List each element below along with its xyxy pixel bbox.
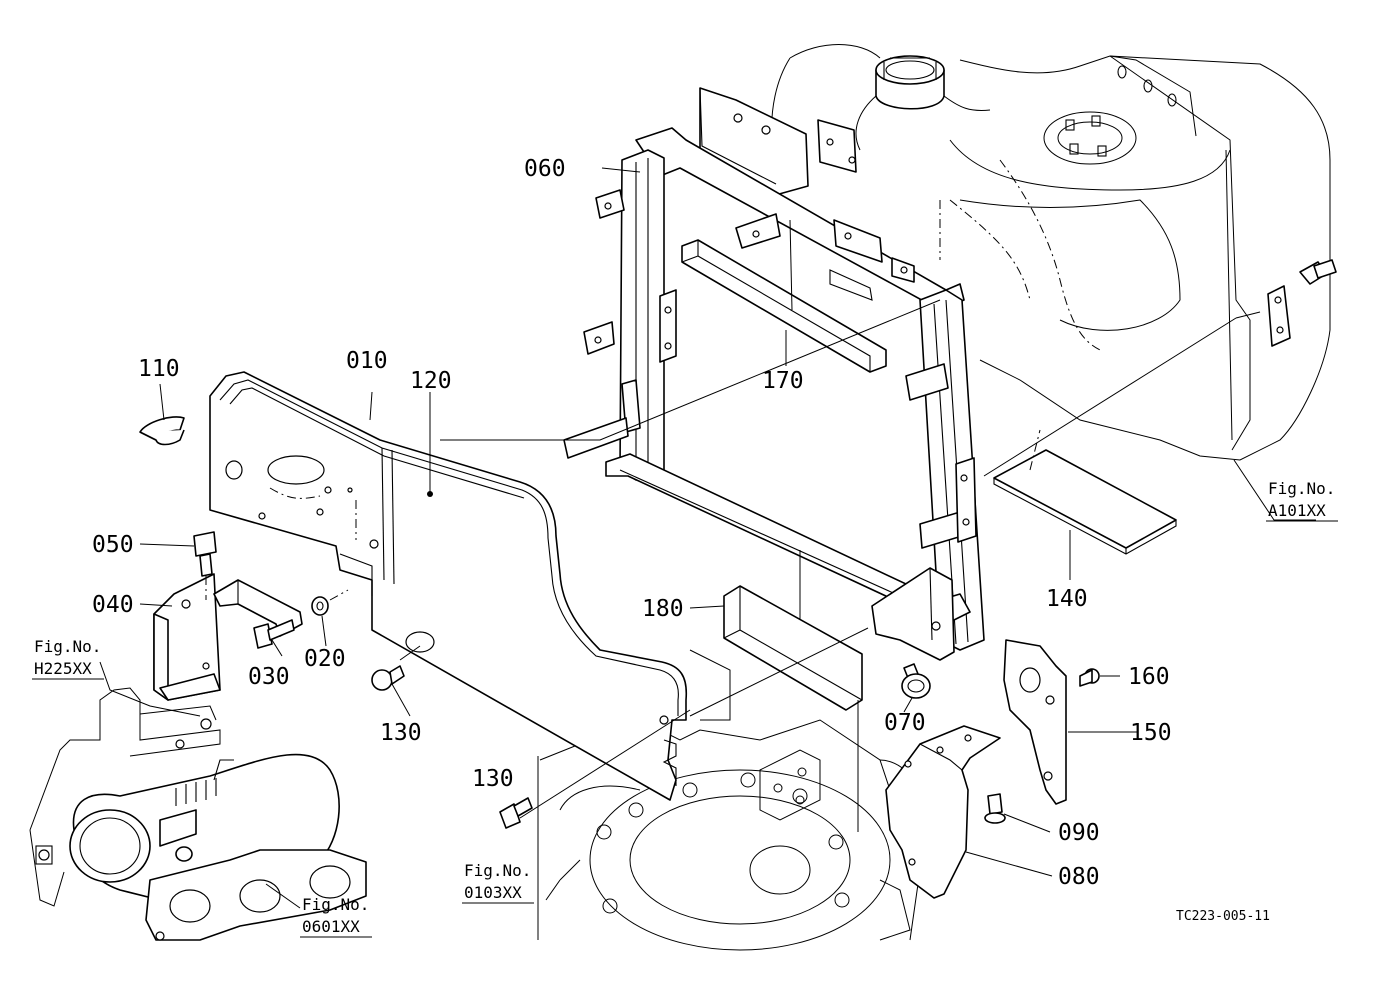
- part-labels: 060 010 120 110 170 050 040 030 020 130 …: [92, 156, 1172, 890]
- label-060: 060: [524, 156, 566, 182]
- exhaust-manifold: [29, 687, 367, 941]
- fig-ref-h225: Fig.No. H225XX: [32, 637, 104, 680]
- bolt-090: [984, 793, 1006, 824]
- label-030: 030: [248, 664, 290, 690]
- engine-housing: [537, 649, 921, 951]
- fig-ref-caption: Fig.No.: [34, 637, 101, 656]
- clip-110: [139, 416, 185, 446]
- label-130-lower: 130: [472, 766, 514, 792]
- label-020: 020: [304, 646, 346, 672]
- bolt-070: [901, 663, 931, 699]
- fig-ref-0103: Fig.No. 0103XX: [462, 861, 534, 904]
- fig-ref-number: H225XX: [34, 659, 92, 678]
- fig-ref-number: A101XX: [1268, 501, 1326, 520]
- fig-ref-number: 0601XX: [302, 917, 360, 936]
- leader-lines: [99, 167, 1316, 909]
- fig-ref-0601: Fig.No. 0601XX: [300, 895, 372, 938]
- rubber-pad-140: [993, 429, 1177, 555]
- fig-ref-a101: Fig.No. A101XX: [1266, 479, 1338, 522]
- fig-ref-caption: Fig.No.: [464, 861, 531, 880]
- drawing-code: TC223-005-11: [1176, 909, 1270, 924]
- fuel-tank-outline: [771, 44, 1331, 461]
- fig-ref-number: 0103XX: [464, 883, 522, 902]
- bolt-130-lower: [499, 797, 533, 829]
- plate-150: [1003, 639, 1067, 805]
- label-050: 050: [92, 532, 134, 558]
- label-040: 040: [92, 592, 134, 618]
- bolt-130-upper: [371, 665, 405, 691]
- bracket-080: [885, 725, 1001, 899]
- foam-block-180: [723, 550, 863, 832]
- label-170: 170: [762, 368, 804, 394]
- label-140: 140: [1046, 586, 1088, 612]
- label-150: 150: [1130, 720, 1172, 746]
- nut-020: [311, 589, 349, 616]
- label-180: 180: [642, 596, 684, 622]
- label-110: 110: [138, 356, 180, 382]
- label-010: 010: [346, 348, 388, 374]
- fig-ref-caption: Fig.No.: [1268, 479, 1335, 498]
- label-090: 090: [1058, 820, 1100, 846]
- bolt-030: [253, 619, 295, 649]
- tank-strap-bolt: [1267, 259, 1337, 347]
- fan-shroud-010: [209, 371, 688, 801]
- bolt-160: [1079, 668, 1100, 687]
- label-070: 070: [884, 710, 926, 736]
- fig-ref-caption: Fig.No.: [302, 895, 369, 914]
- label-120: 120: [410, 368, 452, 394]
- bolt-050: [193, 531, 217, 600]
- label-130-upper: 130: [380, 720, 422, 746]
- label-160: 160: [1128, 664, 1170, 690]
- radiator-frame: [563, 87, 985, 661]
- label-080: 080: [1058, 864, 1100, 890]
